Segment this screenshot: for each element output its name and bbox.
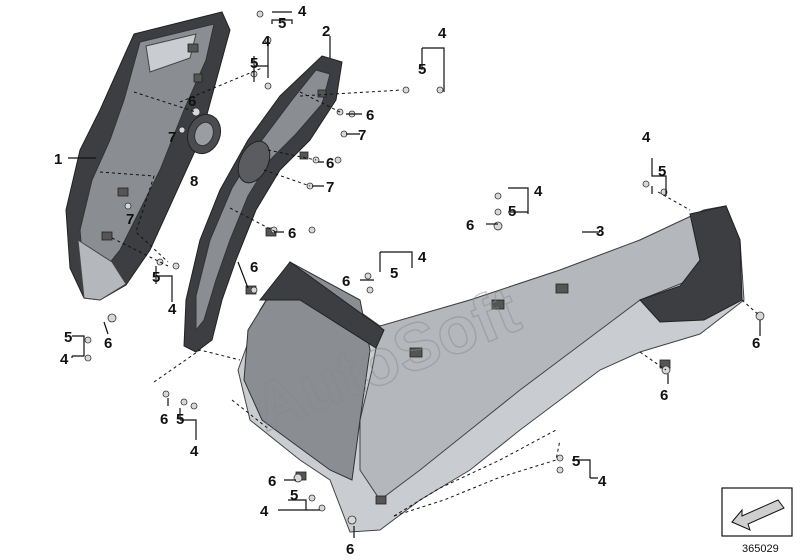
label-part-5: 5 [64, 329, 72, 346]
reference-number: 365029 [742, 543, 779, 555]
label-part-5: 5 [658, 163, 666, 180]
label-part-7: 7 [126, 211, 134, 228]
label-part-7: 7 [168, 129, 176, 146]
label-part-6: 6 [188, 93, 196, 110]
label-part-6: 6 [342, 273, 350, 290]
leader-lines [68, 11, 761, 538]
dashed-assembly-lines [99, 67, 761, 517]
direction-box: 365029 [721, 487, 793, 555]
label-part-4: 4 [60, 351, 69, 368]
label-part-5: 5 [278, 15, 286, 32]
label-part-4: 4 [598, 473, 607, 490]
label-part-4: 4 [190, 443, 199, 460]
part-3-lower-side-panel [237, 205, 745, 533]
label-part-6: 6 [104, 335, 112, 352]
label-part-6: 6 [326, 155, 334, 172]
label-part-3: 3 [596, 223, 604, 240]
label-part-8: 8 [190, 173, 198, 190]
label-part-6: 6 [288, 225, 296, 242]
label-part-5: 5 [176, 411, 184, 428]
label-part-5: 5 [250, 55, 258, 72]
part-1-left-trim-panel [65, 11, 231, 301]
label-part-5: 5 [572, 453, 580, 470]
part-2-inner-panel [183, 55, 343, 353]
label-part-7: 7 [358, 127, 366, 144]
label-part-6: 6 [160, 411, 168, 428]
label-part-4: 4 [298, 3, 307, 20]
label-part-6: 6 [250, 259, 258, 276]
part-8-vent-ring [186, 113, 222, 155]
direction-arrow-icon [731, 499, 785, 531]
label-part-4: 4 [168, 301, 177, 318]
label-part-4: 4 [418, 249, 427, 266]
label-part-5: 5 [508, 203, 516, 220]
label-part-4: 4 [260, 503, 269, 520]
label-part-5: 5 [152, 269, 160, 286]
label-part-1: 1 [54, 151, 62, 168]
label-part-5: 5 [418, 61, 426, 78]
label-part-4: 4 [642, 129, 651, 146]
label-part-7: 7 [326, 179, 334, 196]
label-part-2: 2 [322, 23, 330, 40]
part-labels: 1 2 3 4 4 4 4 4 4 4 4 4 4 4 4 5 5 5 5 5 … [54, 3, 760, 558]
label-part-6: 6 [268, 473, 276, 490]
label-part-6: 6 [660, 387, 668, 404]
label-part-4: 4 [438, 25, 447, 42]
label-part-4: 4 [262, 33, 271, 50]
label-part-4: 4 [534, 183, 543, 200]
label-part-6: 6 [752, 335, 760, 352]
label-part-6: 6 [366, 107, 374, 124]
label-part-6: 6 [466, 217, 474, 234]
label-part-5: 5 [390, 265, 398, 282]
label-part-6: 6 [346, 541, 354, 558]
label-part-5: 5 [290, 487, 298, 504]
